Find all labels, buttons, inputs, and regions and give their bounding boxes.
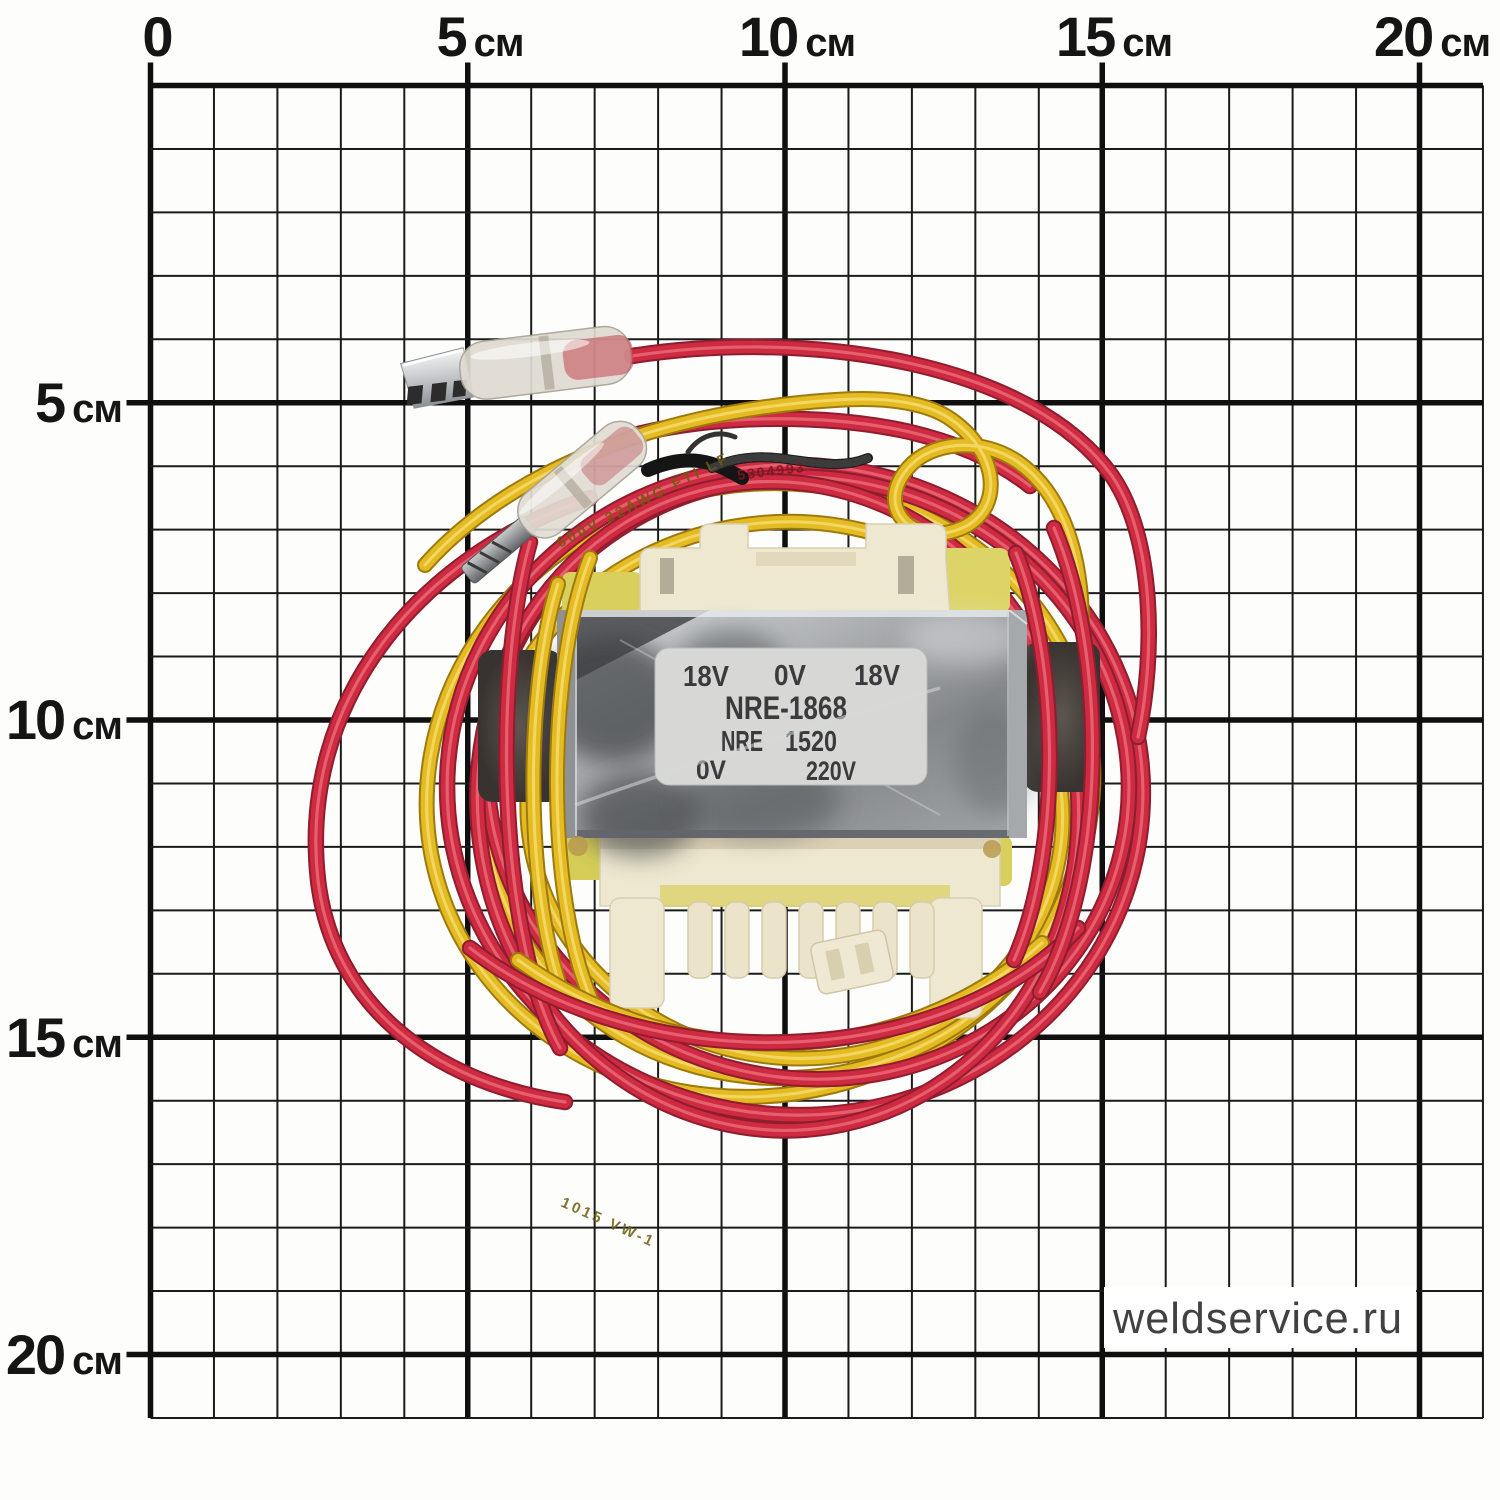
bobbin-tooth — [761, 901, 787, 979]
label-secondary-left: 18V — [683, 661, 730, 693]
spade-terminal — [399, 325, 634, 409]
pin-terminal — [461, 420, 648, 584]
label-primary-right: 220V — [806, 756, 856, 786]
bobbin-tooth — [909, 901, 935, 979]
bobbin-tooth — [687, 901, 713, 979]
bobbin-bottom — [599, 835, 1001, 1019]
spec-label: 18V 0V 18V NRE-1868 NRE 1520 0V 220V — [574, 647, 941, 807]
wire-coil-front — [470, 528, 1092, 1048]
ruler-top-0: 0 — [142, 5, 171, 68]
watermark-background — [1104, 1287, 1416, 1348]
brass-screw — [983, 840, 1001, 858]
black-wires — [641, 431, 873, 485]
scratch — [574, 686, 941, 807]
bobbin-top — [639, 523, 951, 615]
yellow-wire-print-bottom: 1015 VW-1 — [558, 1194, 658, 1251]
transformer-photo: 18V 0V 18V NRE-1868 NRE 1520 0V 220V — [316, 325, 1189, 1251]
label-model: NRE-1868 — [725, 690, 847, 726]
bobbin-slot — [898, 556, 914, 594]
plastic-connector — [810, 929, 894, 995]
watermark-text: weldservice.ru — [1112, 1294, 1403, 1343]
label-secondary-right: 18V — [854, 660, 901, 692]
label-code: 1520 — [785, 726, 837, 758]
brass-screw — [568, 836, 588, 856]
watermark: weldservice.ru — [1104, 1287, 1416, 1348]
bobbin-tooth — [724, 901, 750, 979]
label-secondary-center: 0V — [774, 660, 807, 692]
heatshrink-sleeve — [517, 420, 648, 539]
bobbin-slot — [660, 558, 674, 594]
